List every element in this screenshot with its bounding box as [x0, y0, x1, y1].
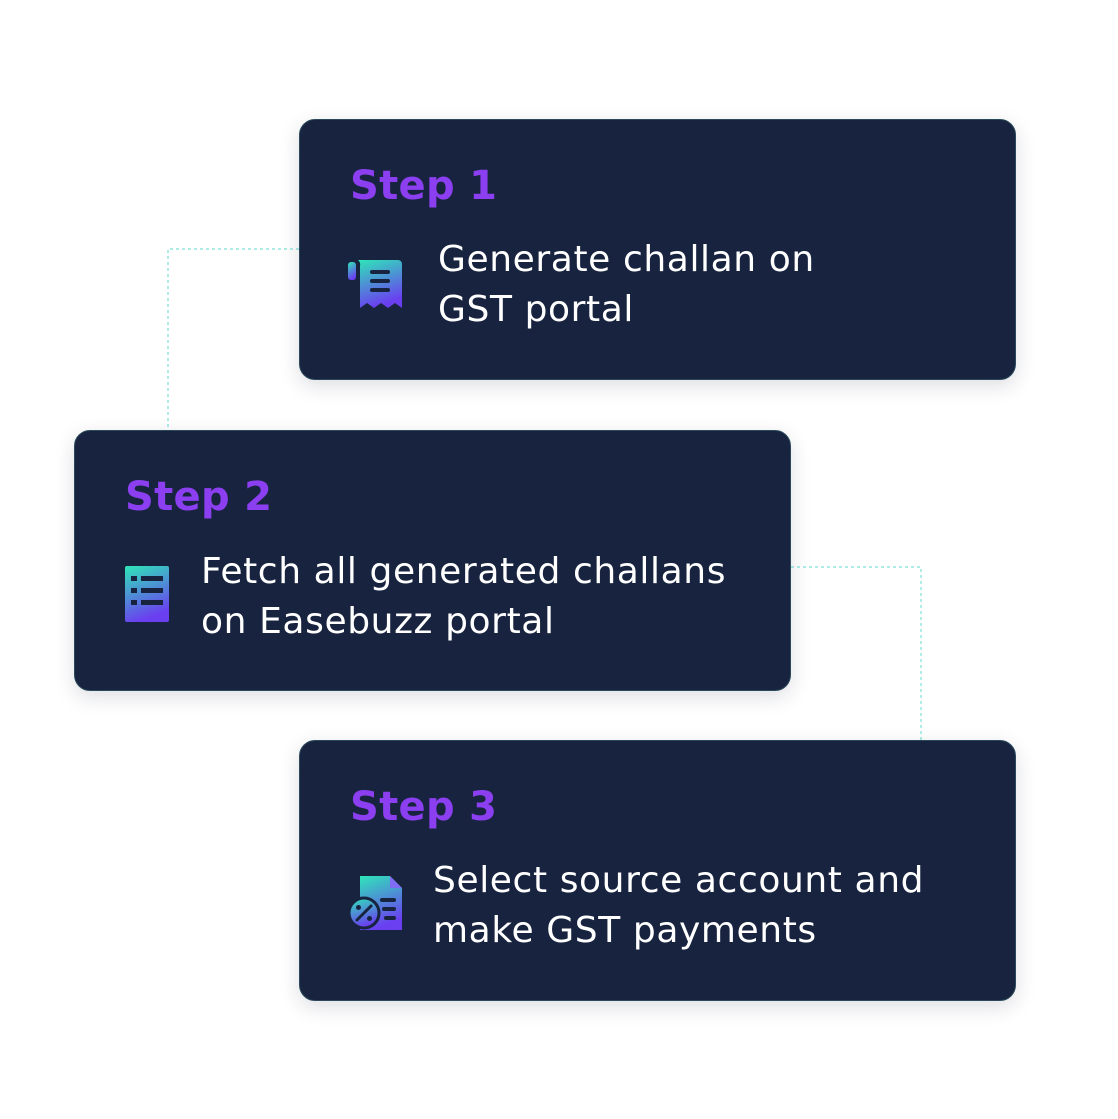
connector-step2-step3: [791, 566, 922, 740]
step-2-line-2: on Easebuzz portal: [201, 601, 555, 642]
invoice-percent-icon: [347, 876, 402, 930]
step-3-description: Select source account and make GST payme…: [433, 856, 993, 956]
step-2-line-1: Fetch all generated challans: [201, 551, 727, 592]
receipt-icon: [348, 260, 402, 308]
list-document-icon: [125, 566, 169, 622]
step-1-card: Step 1 Generate challan on GST portal: [299, 119, 1016, 380]
step-3-line-1: Select source account and: [433, 860, 925, 901]
step-2-card: Step 2 Fetch all generated challans on E…: [74, 430, 791, 691]
step-2-description: Fetch all generated challans on Easebuzz…: [201, 547, 781, 647]
step-3-line-2: make GST payments: [433, 910, 817, 951]
step-1-line-1: Generate challan on: [438, 239, 815, 280]
step-2-title: Step 2: [125, 474, 273, 520]
step-3-card: Step 3 Select source account and make GS…: [299, 740, 1016, 1001]
step-3-title: Step 3: [350, 784, 498, 830]
step-1-line-2: GST portal: [438, 289, 635, 330]
step-1-title: Step 1: [350, 163, 498, 209]
connector-step1-step2: [167, 248, 299, 430]
step-1-description: Generate challan on GST portal: [438, 235, 978, 335]
